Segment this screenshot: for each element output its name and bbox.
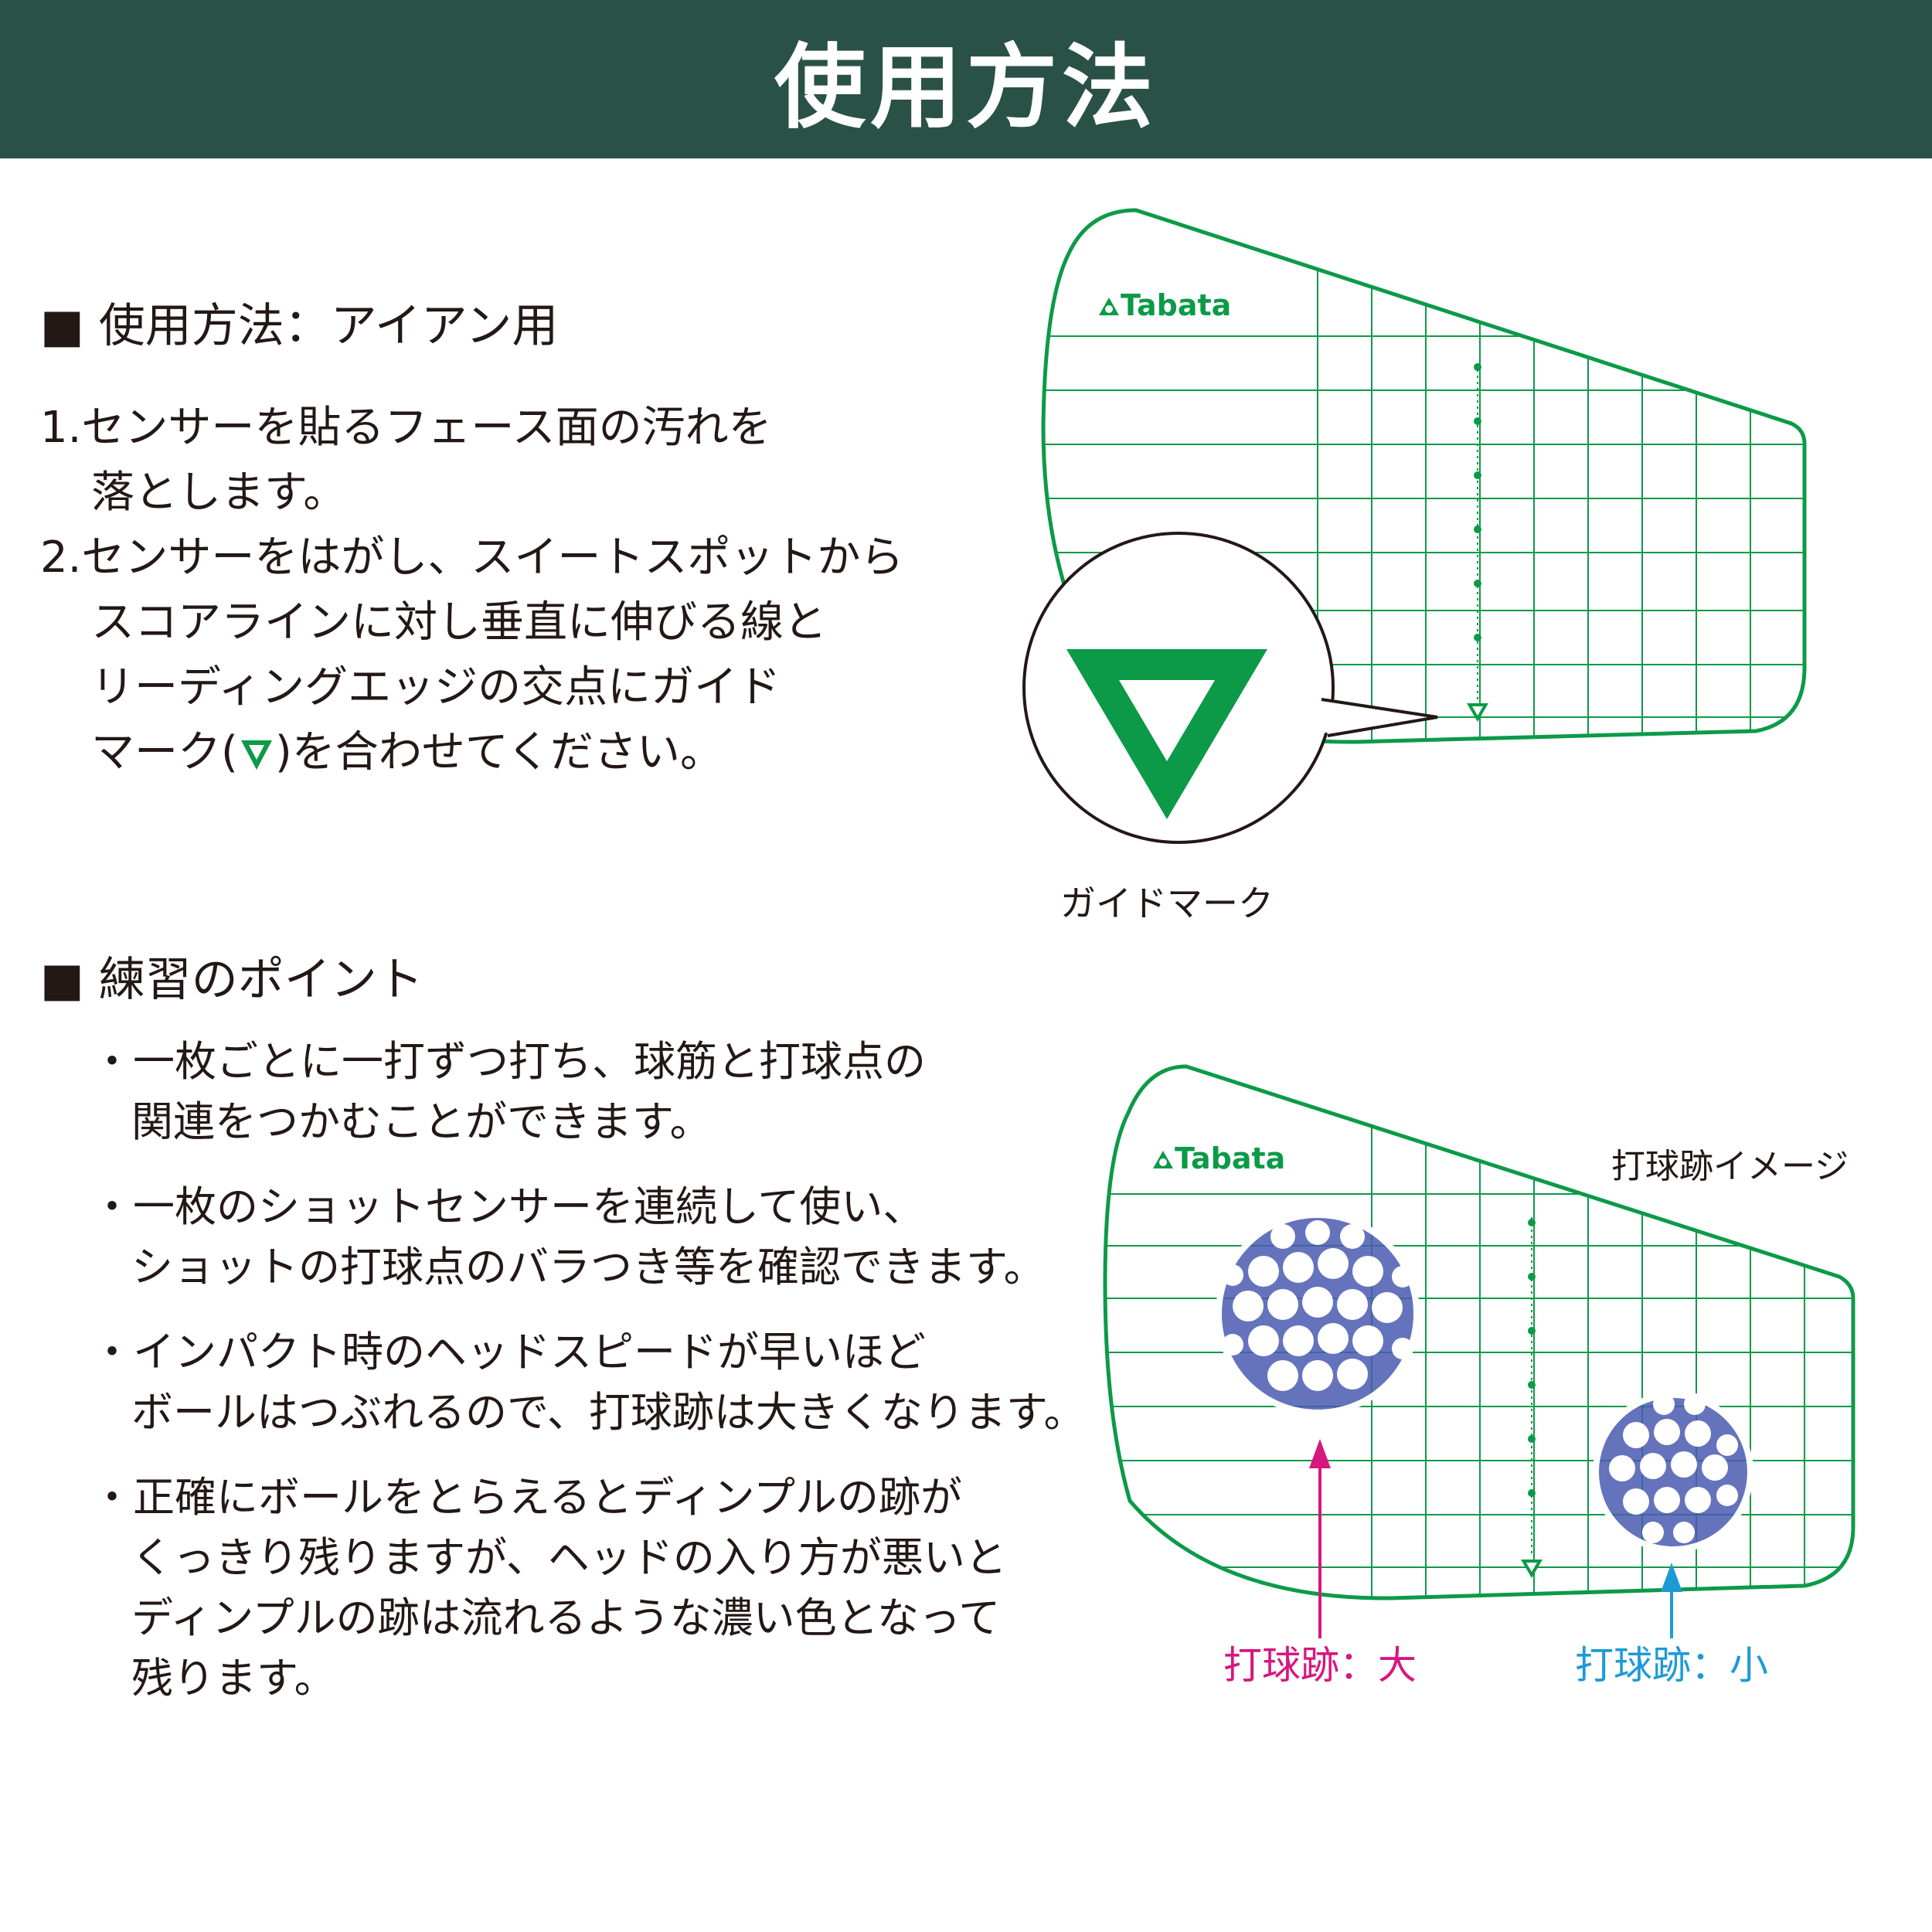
section2-heading-text: 練習のポイント: [98, 953, 423, 1007]
tip1-line1: ・一枚ごとに一打ずつ打ち、球筋と打球点の: [91, 1037, 926, 1086]
arrow-up-icon: [1661, 1563, 1682, 1592]
step2-line4-before: マーク(: [91, 727, 238, 777]
page-title: 使用方法: [774, 34, 1158, 141]
arrow-up-icon: [1309, 1439, 1331, 1468]
section1-heading: ■ 使用方法：アイアン用: [40, 303, 558, 349]
tip3-line2: ボールはつぶれるので、打球跡は大きくなります。: [131, 1388, 1086, 1437]
guide-mark-icon: [238, 726, 275, 791]
impact-mark-small: [1593, 1392, 1753, 1553]
impact-small-label: 打球跡：小: [1575, 1643, 1768, 1688]
tip-item: ・正確にボールをとらえるとディンプルの跡が くっきり残りますが、ヘッドの入り方が…: [91, 1468, 1085, 1709]
tip-item: ・インパクト時のヘッドスピードが早いほど ボールはつぶれるので、打球跡は大きくな…: [91, 1322, 1085, 1443]
square-bullet-icon: ■: [40, 299, 84, 353]
tip4-line1: ・正確にボールをとらえるとディンプルの跡が: [91, 1473, 962, 1522]
practice-tips: ・一枚ごとに一打ずつ打ち、球筋と打球点の 関連をつかむことができます。 ・一枚の…: [91, 1032, 1085, 1733]
header-bar: 使用方法: [0, 0, 1932, 158]
step2-line3: リーディングエッジの交点にガイド: [91, 662, 781, 713]
tip4-line2: くっきり残りますが、ヘッドの入り方が悪いと: [131, 1533, 1007, 1582]
logo-text: Tabata: [1121, 288, 1231, 322]
step1-line1: 1.センサーを貼るフェース面の汚れを: [40, 403, 772, 453]
tip1-line2: 関連をつかむことができます。: [131, 1097, 712, 1146]
step2-line1: 2.センサーをはがし、スイートスポットから: [40, 532, 904, 583]
tip-item: ・一枚のショットセンサーを連続して使い、 ショットの打球点のバラつき等を確認でき…: [91, 1177, 1085, 1298]
square-bullet-icon: ■: [40, 953, 84, 1007]
step1-line2: 落とします。: [91, 468, 347, 518]
step2-line2: スコアラインに対し垂直に伸びる線と: [91, 597, 827, 648]
section2-heading: ■ 練習のポイント: [40, 957, 423, 1003]
impact-large-label: 打球跡：大: [1223, 1643, 1417, 1688]
section1-heading-text: 使用方法：アイアン用: [98, 299, 559, 353]
sensor-diagram-guide: Tabata ガイドマーク: [1022, 208, 1807, 924]
usage-steps: 1.センサーを貼るフェース面の汚れを 落とします。 2.センサーをはがし、スイー…: [40, 396, 903, 791]
callout-pointer: [1321, 698, 1438, 737]
impact-mark-large: [1216, 1212, 1420, 1416]
step2-line4: マーク( )を合わせてください。: [40, 720, 903, 791]
sensor-outline: [1103, 1064, 1855, 1600]
step2-line4-after: )を合わせてください。: [274, 727, 724, 777]
tip2-line1: ・一枚のショットセンサーを連続して使い、: [91, 1182, 925, 1231]
guide-mark-label: ガイドマーク: [1060, 883, 1274, 924]
sensor-diagram-impact: Tabata 打球跡イメージ 打球跡：大 打球跡：小: [1103, 1064, 1855, 1688]
logo-text: Tabata: [1175, 1141, 1285, 1175]
tip3-line1: ・インパクト時のヘッドスピードが早いほど: [91, 1328, 926, 1376]
tip4-line4: 残ります。: [131, 1654, 336, 1702]
tip4-line3: ディンプルの跡は流れるような濃い色となって: [131, 1594, 1001, 1642]
tip-item: ・一枚ごとに一打ずつ打ち、球筋と打球点の 関連をつかむことができます。: [91, 1032, 1085, 1152]
impact-image-label: 打球跡イメージ: [1611, 1147, 1849, 1186]
tip2-line2: ショットの打球点のバラつき等を確認できます。: [131, 1243, 1046, 1291]
